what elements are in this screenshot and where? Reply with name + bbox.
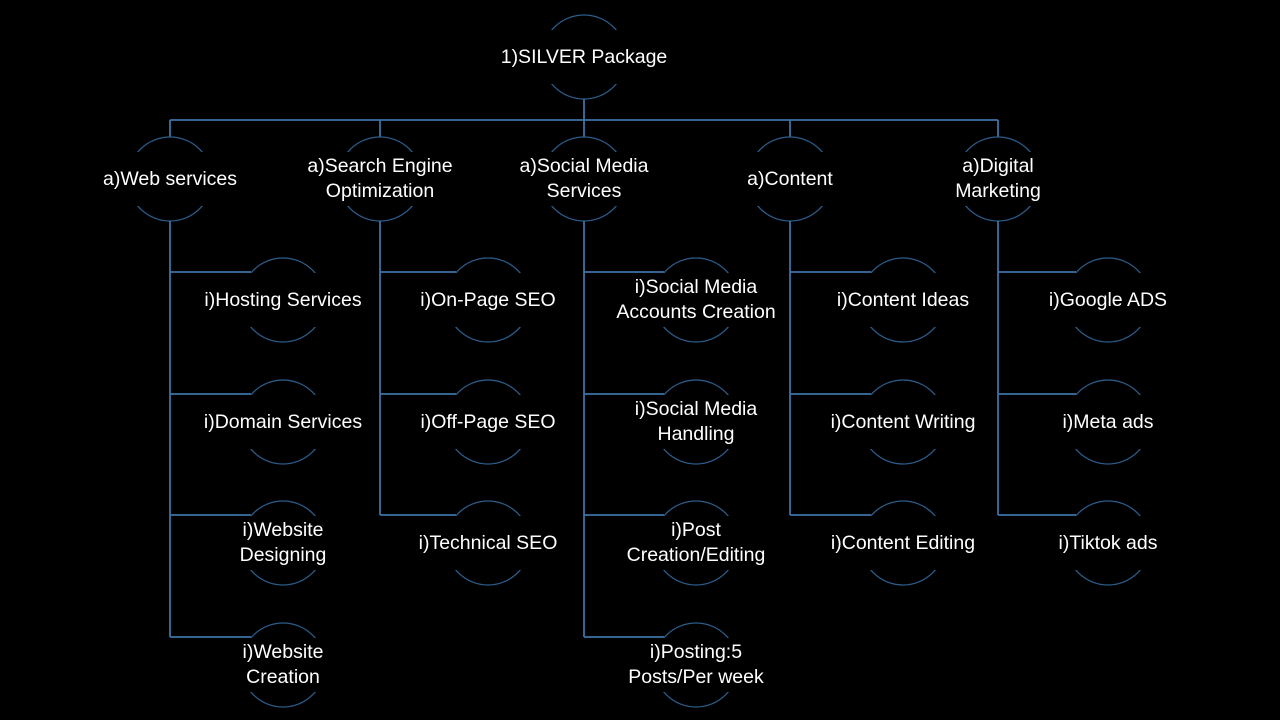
leaf-google-ads: i)Google ADS [1040,273,1176,327]
leaf-content-editing: i)Content Editing [822,516,984,570]
branch-digital-marketing: a)Digital Marketing [947,152,1049,206]
leaf-social-media-handling: i)Social Media Handling [626,395,766,449]
leaf-tiktok-ads: i)Tiktok ads [1050,516,1166,570]
branch-content: a)Content [739,152,841,206]
leaf-content-ideas: i)Content Ideas [828,273,978,327]
leaf-hosting-services: i)Hosting Services [196,273,370,327]
leaf-off-page-seo: i)Off-Page SEO [412,395,564,449]
leaf-website-creation: i)Website Creation [234,638,332,692]
branch-social-media-services: a)Social Media Services [511,152,657,206]
leaf-posting-5-posts-per-week: i)Posting:5 Posts/Per week [620,638,772,692]
leaf-post-creation-editing: i)Post Creation/Editing [618,516,774,570]
branch-search-engine-optimization: a)Search Engine Optimization [299,152,461,206]
leaf-social-media-accounts-creation: i)Social Media Accounts Creation [608,273,784,327]
branch-web-services: a)Web services [94,152,246,206]
leaf-on-page-seo: i)On-Page SEO [412,273,564,327]
leaf-domain-services: i)Domain Services [195,395,371,449]
leaf-website-designing: i)Website Designing [231,516,335,570]
leaf-technical-seo: i)Technical SEO [410,516,566,570]
leaf-meta-ads: i)Meta ads [1054,395,1162,449]
node-silver-package: 1)SILVER Package [492,30,676,84]
leaf-content-writing: i)Content Writing [822,395,984,449]
